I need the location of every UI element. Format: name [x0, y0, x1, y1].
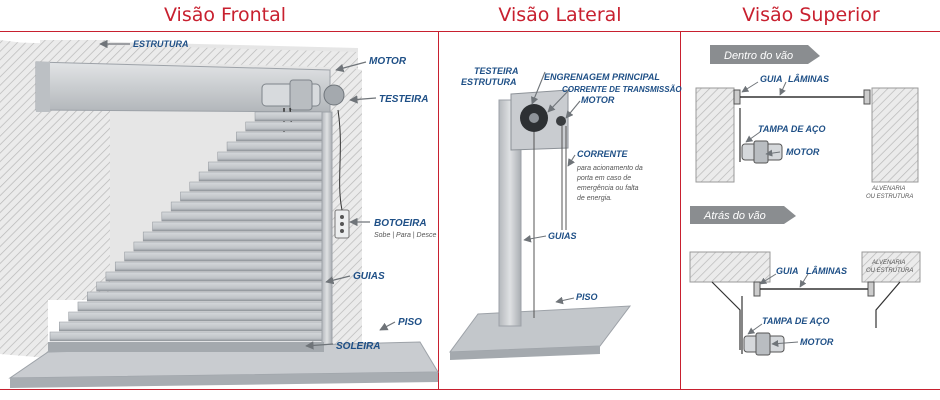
frontal-slat [133, 241, 323, 252]
superior-atras-wall-right [861, 251, 921, 283]
superior-atras-laminas: LÂMINAS [806, 265, 847, 276]
superior-tab-dentro [710, 45, 820, 64]
frontal-slat [245, 121, 323, 132]
frontal-guide [321, 111, 333, 351]
frontal-slat [142, 231, 323, 242]
lateral-label-testeira: TESTEIRA [474, 66, 519, 76]
frontal-slat [77, 301, 323, 312]
superior-dentro-wall-left [695, 87, 735, 183]
frontal-slat [236, 131, 323, 142]
superior-tab-dentro-text: Dentro do vão [724, 50, 793, 62]
frontal-left-column [0, 40, 48, 358]
frontal-slat [161, 211, 323, 222]
superior-dentro-alvenaria-2: OU ESTRUTURA [866, 194, 913, 200]
frontal-slat [226, 141, 323, 152]
frontal-top-beam [0, 42, 358, 68]
frontal-control-cable [337, 109, 343, 211]
frontal-slat [124, 251, 323, 262]
lateral-title: Visão Lateral [498, 4, 622, 26]
superior-drawing: Dentro do vão GUIA LÂMINAS TAMPA DE AÇO … [689, 45, 921, 356]
lateral-corrente-note-3: emergência ou falta [577, 185, 639, 192]
superior-tab-atras [690, 206, 796, 224]
frontal-label-soleira: SOLEIRA [336, 341, 380, 352]
frontal-label-botoeira: BOTOEIRA [374, 218, 427, 229]
frontal-slat [152, 221, 323, 232]
lateral-label-corrente: CORRENTE [577, 149, 628, 159]
superior-dentro-laminas: LÂMINAS [788, 73, 829, 84]
superior-title: Visão Superior [742, 4, 880, 26]
superior-atras-tampa: TAMPA DE AÇO [762, 316, 830, 326]
superior-tab-atras-text: Atrás do vão [703, 210, 766, 222]
frontal-drawing: ESTRUTURA MOTOR TESTEIRA BOTOEIRA Sobe |… [0, 39, 439, 388]
frontal-right-column [330, 64, 362, 350]
panel-divider-left [438, 31, 439, 389]
footer-divider [0, 389, 940, 390]
frontal-slat [180, 191, 323, 202]
lateral-drawing: TESTEIRA ESTRUTURA ENGRENAGEM PRINCIPAL … [448, 66, 682, 360]
superior-atras-motor-label: MOTOR [800, 337, 834, 347]
frontal-label-guias: GUIAS [353, 271, 385, 282]
frontal-slat [59, 321, 323, 332]
frontal-slat [170, 201, 323, 212]
frontal-slat [198, 171, 323, 182]
superior-dentro-motor-label: MOTOR [786, 147, 820, 157]
frontal-slat [217, 151, 323, 162]
frontal-label-estrutura: ESTRUTURA [133, 39, 189, 49]
frontal-slat [254, 111, 323, 122]
lateral-floor [448, 305, 632, 353]
frontal-label-botoeira-sub: Sobe | Para | Desce [374, 232, 436, 239]
frontal-slat [68, 311, 323, 322]
frontal-slat [208, 161, 323, 172]
frontal-slats [49, 111, 323, 342]
lateral-motor-gear [556, 116, 566, 126]
lateral-corrente-note-2: porta em caso de [576, 175, 631, 182]
lateral-floor-edge [450, 346, 600, 360]
lateral-label-estrutura: ESTRUTURA [461, 77, 517, 87]
frontal-slat [105, 271, 323, 282]
lateral-label-corrente-transmissao: CORRENTE DE TRANSMISSÃO [562, 85, 682, 94]
frontal-soleira [48, 342, 324, 352]
lateral-label-motor: MOTOR [581, 95, 615, 105]
frontal-slat [114, 261, 323, 272]
lateral-corrente-note-1: para acionamento da [576, 165, 643, 172]
superior-atras-guia: GUIA [776, 266, 799, 276]
lateral-column [498, 99, 522, 327]
frontal-floor-edge [10, 372, 438, 388]
superior-dentro-guia: GUIA [760, 74, 783, 84]
superior-atras-alvenaria-1: ALVENARIA [871, 260, 905, 266]
panel-divider-right [680, 31, 681, 389]
lateral-label-piso: PISO [576, 292, 598, 302]
superior-dentro-wall-right [871, 87, 919, 183]
frontal-label-testeira: TESTEIRA [379, 94, 428, 105]
frontal-label-piso: PISO [398, 317, 422, 328]
frontal-motor [261, 79, 345, 135]
frontal-label-motor: MOTOR [369, 56, 407, 67]
frontal-slat [87, 291, 323, 302]
lateral-corrente-note-4: de energia. [577, 195, 612, 202]
lateral-label-engrenagem: ENGRENAGEM PRINCIPAL [544, 72, 660, 82]
frontal-title: Visão Frontal [163, 4, 287, 26]
frontal-slat [96, 281, 323, 292]
frontal-slat [189, 181, 323, 192]
superior-dentro-tampa: TAMPA DE AÇO [758, 124, 826, 134]
header-divider [0, 31, 940, 32]
superior-atras-alvenaria-2: OU ESTRUTURA [866, 268, 913, 274]
superior-atras-wall-left [689, 251, 771, 283]
frontal-shaft-end [36, 62, 50, 112]
lateral-label-guias: GUIAS [548, 231, 577, 241]
superior-dentro-alvenaria-1: ALVENARIA [871, 186, 905, 192]
frontal-slat [49, 331, 323, 342]
